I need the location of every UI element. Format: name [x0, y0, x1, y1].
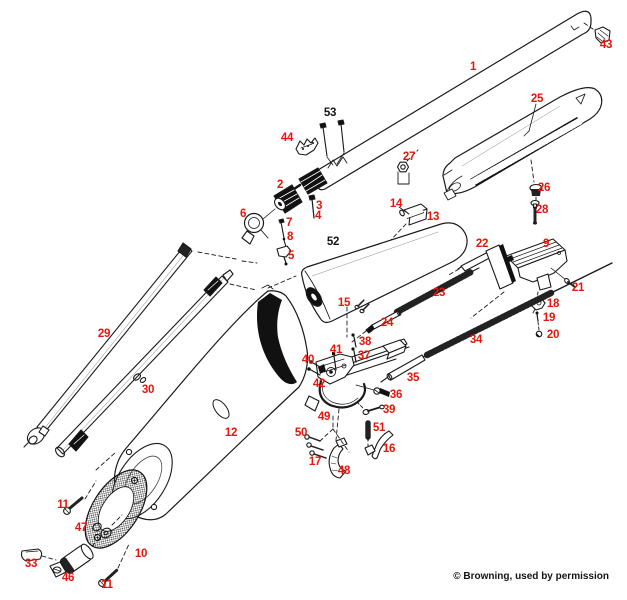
shell-deflector-16 — [364, 430, 394, 460]
magazine-tubes — [23, 242, 258, 458]
sear-lever-39 — [356, 401, 385, 416]
magazine-knob — [23, 425, 50, 448]
recoil-spring-34 — [420, 262, 613, 359]
ejector-block — [371, 203, 428, 261]
cartridge-guide-44 — [295, 137, 319, 156]
barrel-lock-ring-2 — [273, 184, 303, 214]
front-ring-group — [241, 208, 292, 266]
front-sight — [583, 22, 611, 44]
forearm-screws-15 — [354, 299, 370, 314]
barrel-nut-27 — [396, 149, 419, 185]
trigger-48 — [328, 437, 348, 479]
receiver-cover — [442, 87, 603, 201]
sight-screws-53 — [319, 119, 345, 166]
swivel-washers-47 — [91, 514, 123, 547]
barrel — [317, 10, 592, 191]
spring-guide-24 — [346, 306, 402, 343]
trigger-screws-17-50 — [304, 415, 350, 459]
operating-rod-35 — [380, 354, 426, 383]
swivel-cap-33 — [20, 548, 57, 562]
breech-block-9 — [470, 238, 568, 319]
charging-handle-36 — [355, 384, 390, 397]
cover-screw-bushing-26-28 — [529, 159, 543, 225]
block-screw-21 — [550, 267, 576, 288]
butt-plate-screws-11 — [63, 451, 130, 587]
copyright-notice: © Browning, used by permission — [453, 571, 609, 582]
trigger-pins-37-38 — [351, 333, 357, 363]
takedown-pins-3-4 — [308, 194, 316, 219]
trigger-group — [304, 338, 410, 441]
magazine-tube-pin — [132, 373, 147, 384]
chamber-ring — [292, 167, 328, 195]
hammer-pins-40-41 — [307, 352, 337, 376]
forearm — [300, 222, 468, 324]
swivel-base-46 — [49, 543, 94, 578]
